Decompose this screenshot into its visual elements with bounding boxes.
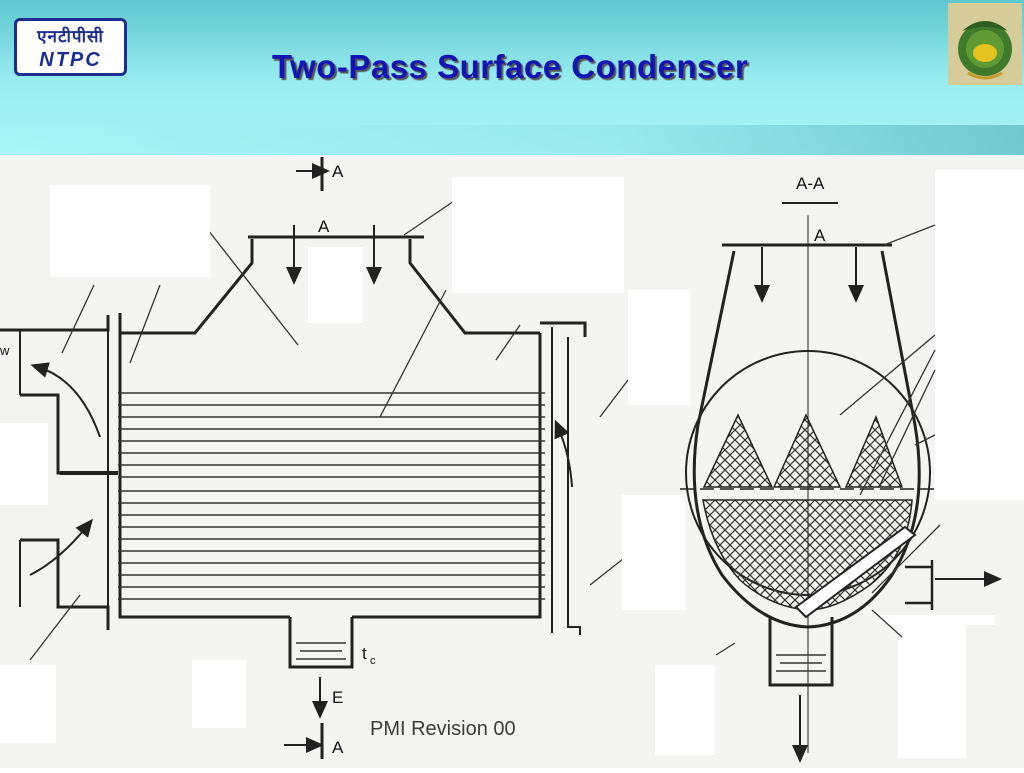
water-inlet-arrow [29, 518, 93, 576]
cross-section-hotwell [768, 617, 834, 687]
axis-label-a2: A [814, 226, 826, 245]
hotwell [288, 617, 354, 669]
shell-left-lower [118, 313, 290, 619]
hotwell-water [296, 642, 346, 660]
slide-header: एनटीपीसी NTPC Two-Pass Surface Condenser [0, 0, 1024, 155]
air-outlet-pipe [905, 560, 934, 610]
hotwell-subscript: c [370, 655, 376, 667]
emblem-icon [948, 3, 1022, 85]
section-label-top: A [332, 162, 344, 181]
section-label-bottom: A [332, 738, 344, 757]
slide-title: Two-Pass Surface Condenser [271, 48, 749, 85]
longitudinal-view [0, 235, 587, 669]
right-waterbox-top [540, 321, 587, 337]
shell-right-lower [352, 333, 542, 619]
logo-hindi-text: एनटीपीसी [37, 27, 104, 46]
dome-right-wall [408, 239, 540, 335]
side-view-label: A-A [796, 174, 825, 193]
axis-label-a: A [318, 217, 330, 236]
leader-lines-right [715, 224, 941, 656]
footer-revision: PMI Revision 00 [370, 718, 516, 740]
dome-left-wall [120, 239, 254, 335]
inlet-label-w: w [0, 343, 10, 358]
blank-callout-boxes [0, 170, 1024, 758]
tube-bundle [118, 392, 545, 600]
hotwell-label: t [362, 644, 367, 663]
outlet-label: E [332, 688, 343, 707]
leader-lines-left [29, 200, 629, 661]
cross-hotwell-water [776, 654, 826, 672]
return-flow-arrow [554, 419, 573, 488]
logo-english-text: NTPC [39, 49, 102, 71]
condenser-diagram: A A w t c E A [0, 155, 1024, 768]
diagonal-baffle [794, 525, 917, 619]
water-outlet-arrow [30, 362, 101, 438]
ntpc-logo: एनटीपीसी NTPC [14, 18, 127, 76]
